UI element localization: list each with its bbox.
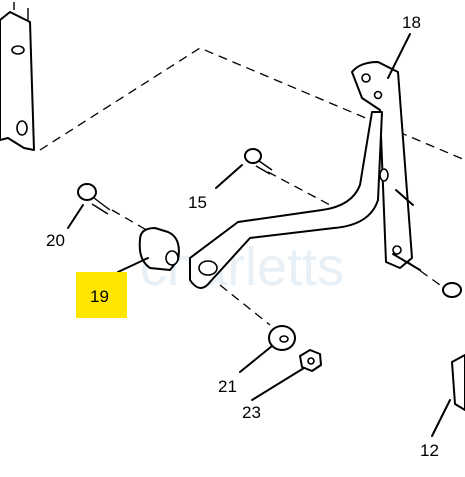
callout-23: 23 [242,403,261,422]
left-bracket-part [0,2,35,151]
nut-part-23 [299,349,322,372]
callout-15: 15 [188,193,207,212]
callout-20: 20 [46,231,65,250]
bolt-part-20 [77,183,111,215]
bolt-part-15 [244,148,273,175]
callout-19-highlight [76,272,127,318]
bushing-part-19 [138,227,180,271]
callout-18: 18 [402,13,421,32]
bracket-part-18 [351,61,413,269]
right-edge-parts [442,282,465,411]
callout-21: 21 [218,377,237,396]
callout-12: 12 [420,441,439,460]
leader-lines [67,33,451,437]
linkage-arm-part [189,111,383,289]
callout-19: 19 [90,287,109,306]
washer-part-21 [268,325,296,351]
